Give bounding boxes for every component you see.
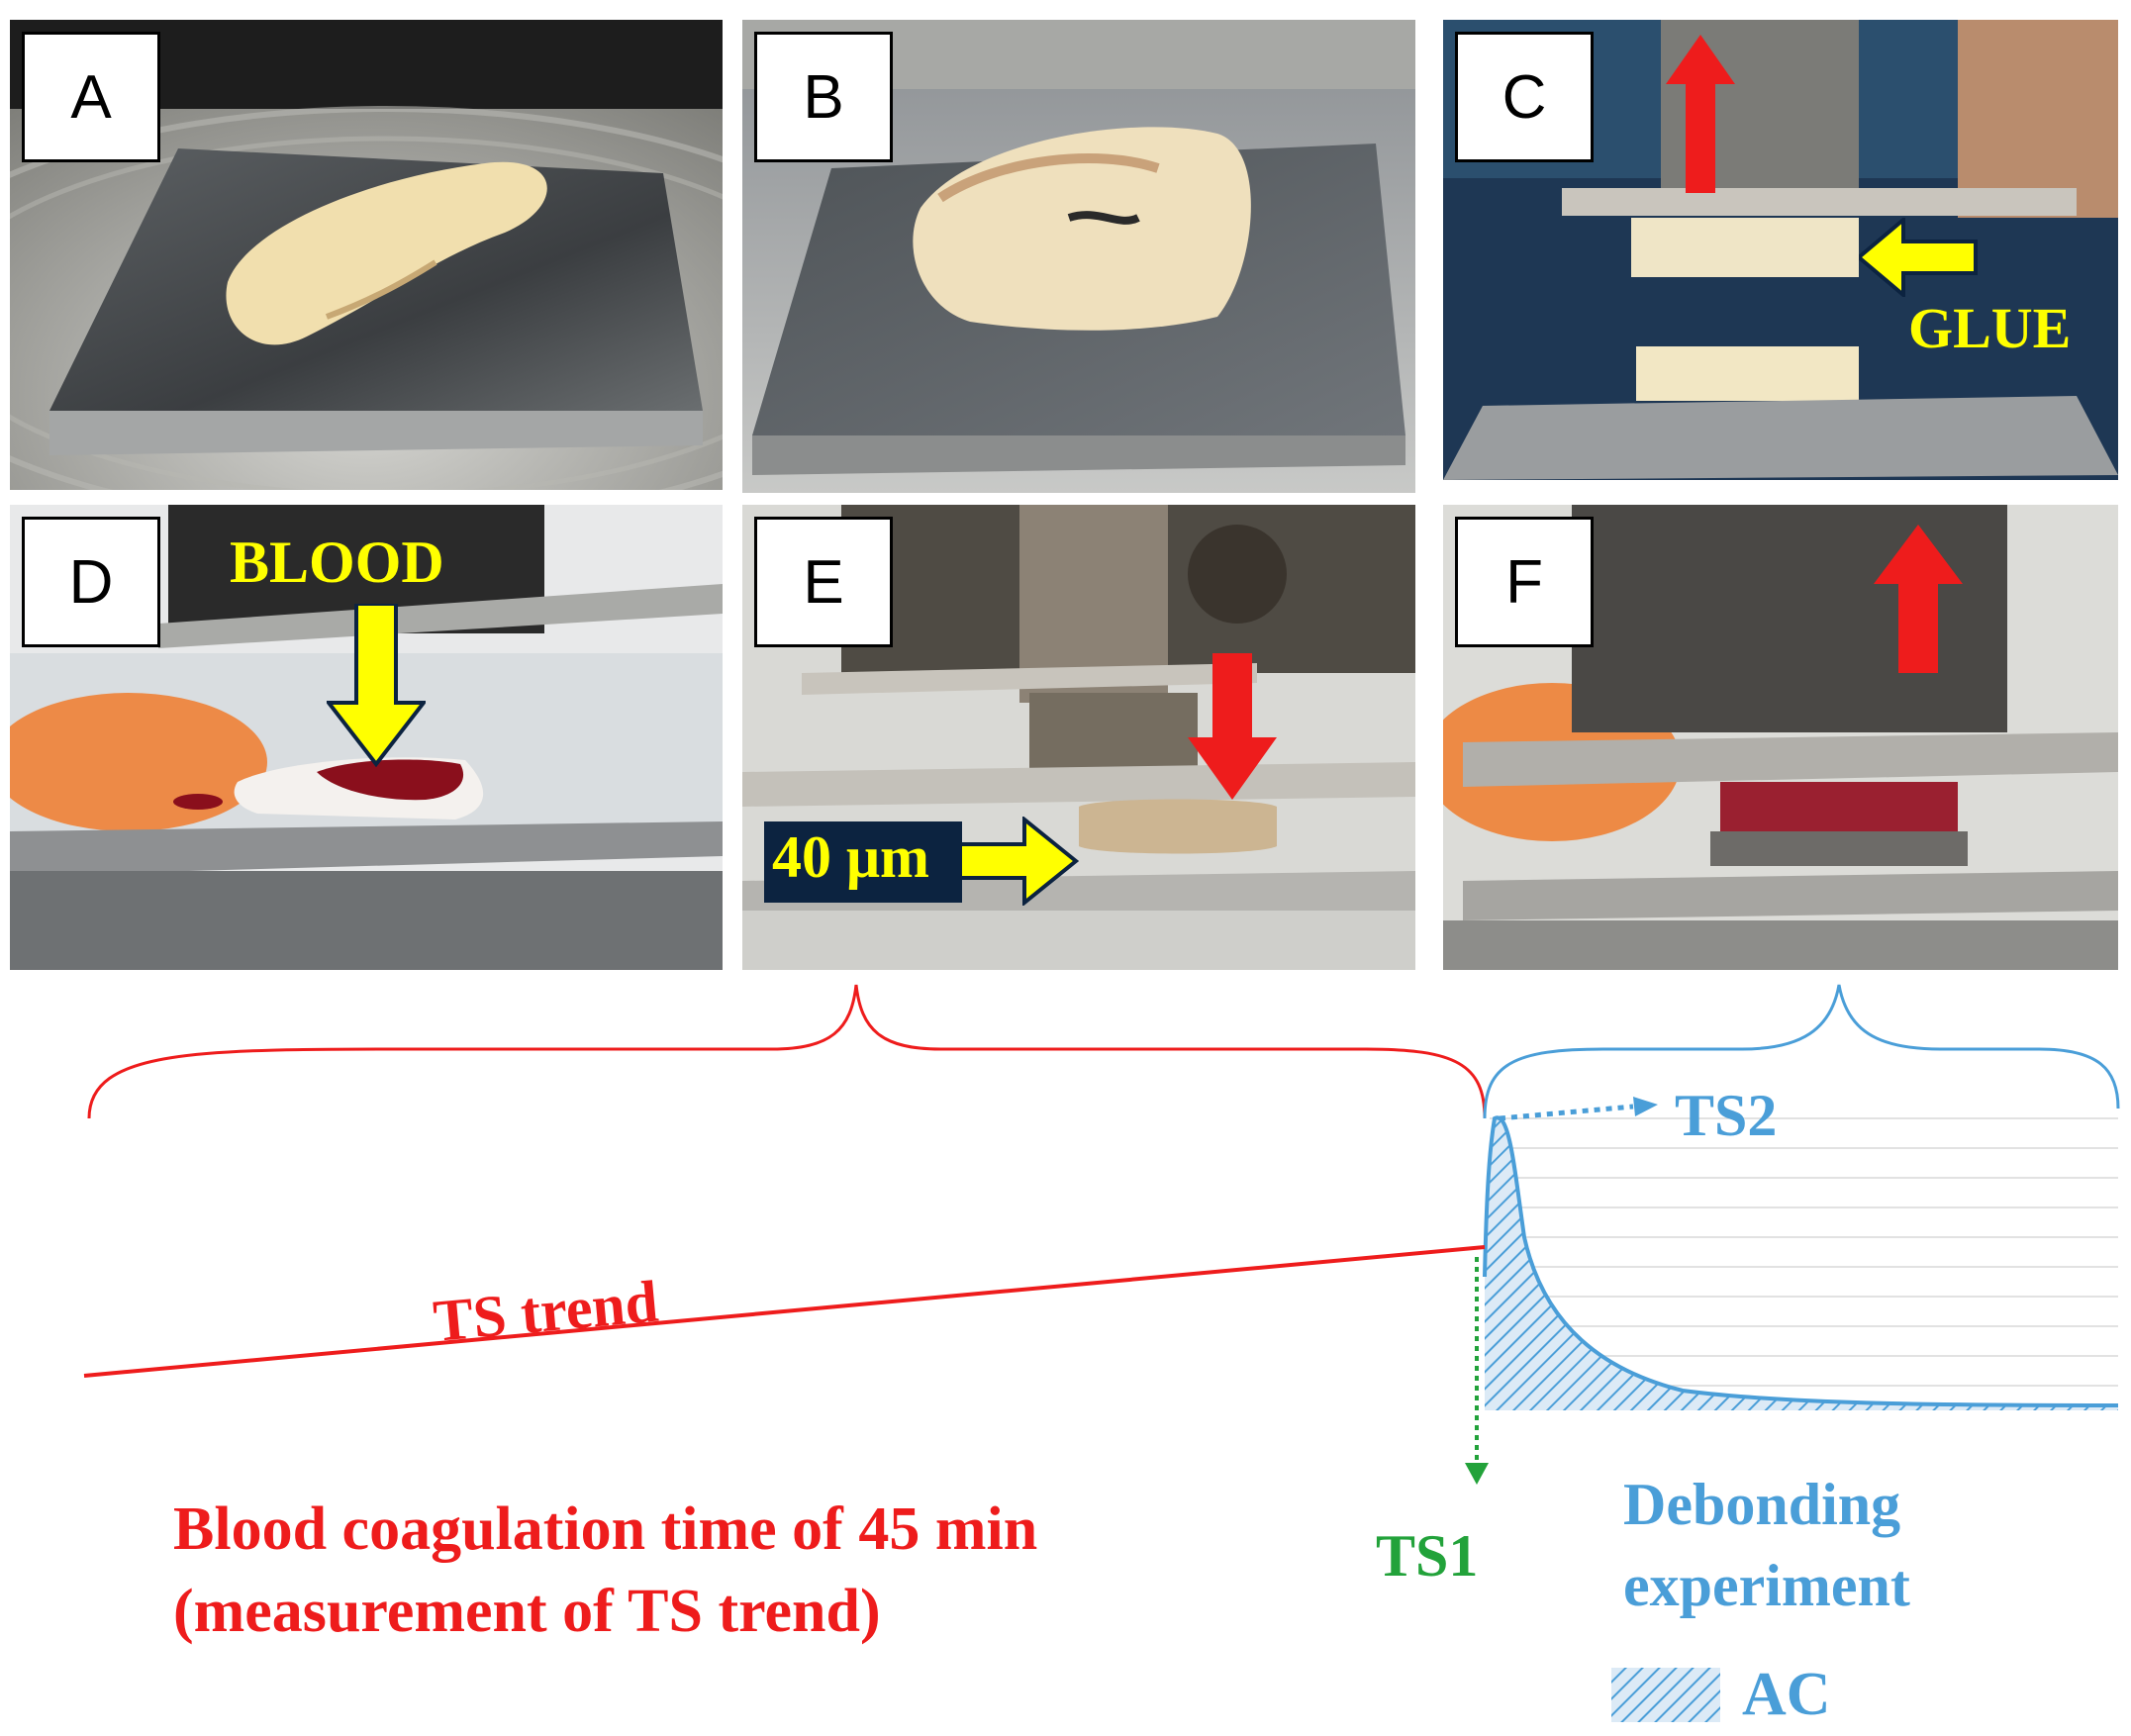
panel-c: GLUE C [1443, 20, 2118, 480]
ac-area [1485, 1117, 2118, 1410]
coagulation-title-line1: Blood coagulation time of 45 min [173, 1495, 1037, 1563]
panel-c-label: C [1455, 32, 1594, 162]
ts2-label: TS2 [1675, 1083, 1777, 1148]
ts-trend-label: TS trend [431, 1269, 660, 1354]
panel-a-label: A [22, 32, 160, 162]
debonding-curve [1483, 1115, 2119, 1407]
panel-c-red-arrow-up [1666, 35, 1735, 193]
debonding-title-line1: Debonding [1623, 1472, 1900, 1537]
debonding-brace [1483, 984, 2120, 1119]
panel-a: A [10, 20, 723, 490]
panel-e: 40 μm E [742, 505, 1415, 970]
panel-e-thickness-label [764, 821, 962, 903]
ts1-arrowhead [1465, 1463, 1489, 1485]
coagulation-brace [87, 984, 1487, 1119]
panel-f-red-arrow-up [1874, 525, 1963, 673]
ts-trend-line [83, 1245, 1486, 1378]
ts2-arrowhead [1633, 1097, 1658, 1116]
panel-d: BLOOD D [10, 505, 723, 970]
panel-e-photo [742, 505, 1415, 970]
panel-e-thickness-text: 40 μm [772, 824, 929, 890]
panel-f-label: F [1455, 517, 1594, 647]
ts2-arrow-line [1499, 1104, 1634, 1121]
panel-a-photo [10, 20, 723, 490]
panel-f: F [1443, 505, 2118, 970]
panel-e-red-arrow-down [1188, 653, 1277, 800]
ts1-label: TS1 [1376, 1523, 1478, 1589]
ac-legend-label: AC [1742, 1661, 1831, 1728]
panel-d-blood-text: BLOOD [230, 530, 444, 595]
panel-b-label: B [754, 32, 893, 162]
panel-c-yellow-arrow-left [1859, 218, 1978, 297]
panel-e-yellow-arrow-right [960, 817, 1079, 906]
ac-legend-swatch [1611, 1668, 1720, 1722]
panel-b: B [742, 20, 1415, 493]
debonding-title-line2: experiment [1623, 1553, 1910, 1618]
panel-c-photo [1443, 20, 2118, 480]
panel-d-yellow-arrow-down [327, 604, 426, 767]
coagulation-title-line2: (measurement of TS trend) [173, 1578, 881, 1645]
panel-e-label: E [754, 517, 893, 647]
panel-d-label: D [22, 517, 160, 647]
panel-c-glue-text: GLUE [1908, 296, 2072, 360]
